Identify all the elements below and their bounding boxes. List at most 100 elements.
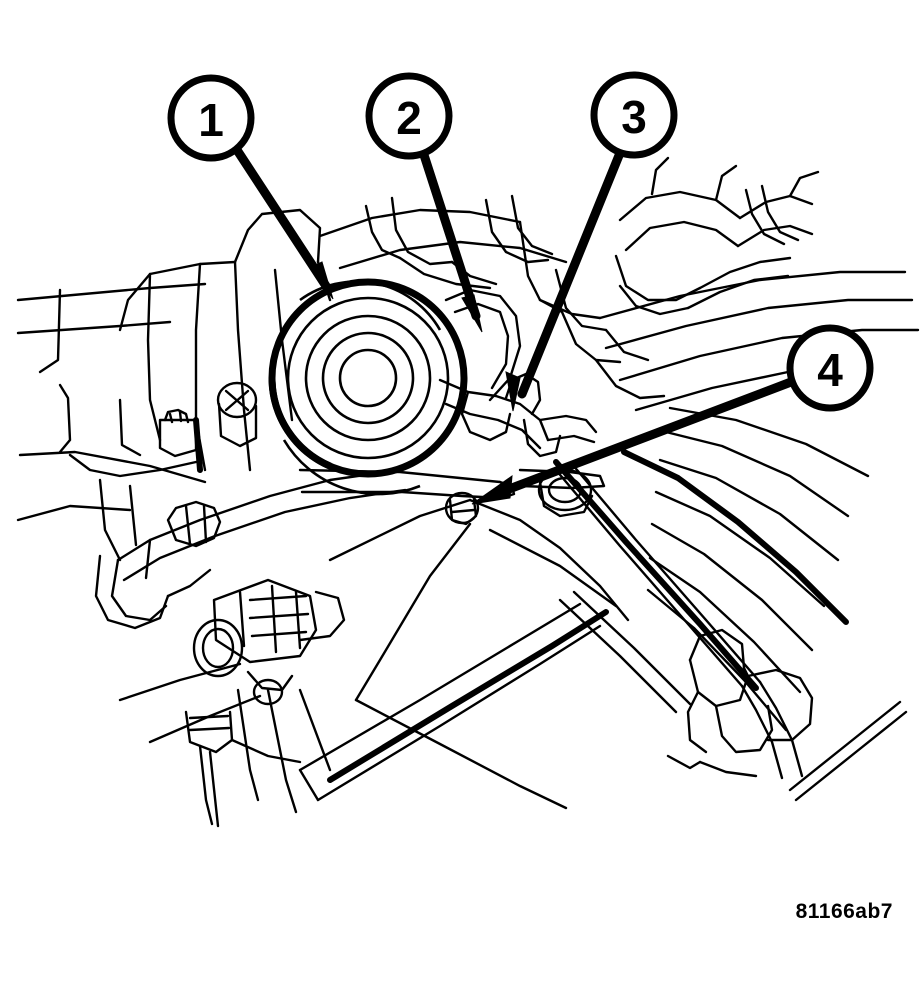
callout-circles: 1 2 3 4 xyxy=(167,71,874,412)
figure-id-label: 81166ab7 xyxy=(795,900,893,923)
arrowhead-3 xyxy=(505,371,521,412)
callout-1[interactable]: 1 xyxy=(167,74,255,162)
valvecover-top-edge-2 xyxy=(338,240,568,270)
connector-lower-lip xyxy=(246,670,294,692)
bracket-lower-right xyxy=(560,310,622,364)
callout-3[interactable]: 3 xyxy=(590,71,678,159)
lower-bolt-line xyxy=(450,508,476,514)
arrowhead-4 xyxy=(471,474,513,505)
callout-leader-3 xyxy=(505,148,625,412)
harness-stub-c xyxy=(788,170,820,198)
shroud-line-2 xyxy=(658,458,840,562)
screw-cross-slot xyxy=(224,389,250,412)
hose-clamp-ring xyxy=(166,500,222,548)
lower-bolt-facets xyxy=(448,498,478,526)
callout-4[interactable]: 4 xyxy=(786,324,874,412)
callout-label-1: 1 xyxy=(198,94,224,146)
shroud-slat-1 xyxy=(598,270,907,320)
callout-circle-4[interactable] xyxy=(786,324,874,412)
connector-block-rib-a xyxy=(238,590,246,648)
cable-run-a-edge2 xyxy=(570,462,762,684)
far-rail-edge2 xyxy=(794,710,908,802)
bracket-fitting-foot xyxy=(666,754,702,770)
tensioner-bolt-flange xyxy=(522,418,562,458)
callout-2[interactable]: 2 xyxy=(365,72,453,160)
hose-loop-left-out xyxy=(364,204,402,260)
shroud-line-4 xyxy=(650,522,814,652)
block-boss-lines xyxy=(188,714,231,732)
callout-circle-2[interactable] xyxy=(365,72,453,160)
hose-loop-left-in xyxy=(390,196,454,266)
connector-block-rib-b xyxy=(270,584,278,654)
hose-loop-left-bottom xyxy=(398,256,492,290)
harness-lower-loop-2 xyxy=(618,284,690,316)
harness-loop-top-inner xyxy=(624,220,740,252)
shroud-heavy-diagonal xyxy=(621,449,849,625)
block-lower-tab xyxy=(230,738,302,764)
harness-lower-run xyxy=(698,256,792,290)
tensioner-pivot-boss xyxy=(460,390,512,442)
callout-circle-3[interactable] xyxy=(590,71,678,159)
pulley-ring-4 xyxy=(321,331,415,425)
pan-edge-cap xyxy=(298,768,320,802)
pan-edge-lower xyxy=(316,624,602,802)
valvecover-top-edge xyxy=(318,208,522,238)
shroud-line-3 xyxy=(654,490,826,608)
pulley-hub xyxy=(338,348,398,408)
hose-clamp-bands xyxy=(184,504,208,546)
shroud-line-6 xyxy=(646,588,788,732)
hose-loop-right-in xyxy=(510,194,554,256)
cover-edge-heavy xyxy=(193,417,203,473)
callout-leader-2 xyxy=(419,150,483,333)
callout-circle-1[interactable] xyxy=(167,74,255,162)
block-edge-vert-a xyxy=(236,688,260,802)
lower-housing-bottom xyxy=(354,698,568,810)
bracket-upper-right-3 xyxy=(538,298,602,320)
engine-cover-bottom xyxy=(68,453,198,478)
bracket-fitting-base xyxy=(698,760,758,778)
connector-block-rib-c xyxy=(294,590,302,650)
pan-edge-heavy xyxy=(327,609,609,783)
drive-pulley xyxy=(268,278,468,496)
connector-boot-inner xyxy=(201,627,235,669)
callout-label-2: 2 xyxy=(396,92,422,144)
screw-head xyxy=(216,381,258,419)
cowl-bracket xyxy=(58,383,72,454)
connector-block-grooves xyxy=(248,594,310,638)
bracket-fitting-right xyxy=(746,668,814,742)
connector-side-shell xyxy=(298,590,346,642)
harness-stub-a xyxy=(650,156,670,196)
harness-right-run xyxy=(738,194,814,220)
screw-boss-body xyxy=(217,402,258,448)
arrowhead-1 xyxy=(309,261,334,300)
lower-housing-inner-line xyxy=(488,528,618,608)
cable-run-a-tail1 xyxy=(740,684,784,780)
tensioner-bracket-arm-lower xyxy=(546,434,596,444)
bracket-fitting-top xyxy=(688,628,746,670)
cable-run-a-heavy xyxy=(553,459,759,691)
hose-upper-run xyxy=(116,468,402,562)
connector-nut xyxy=(252,678,284,706)
shroud-slat-4 xyxy=(634,370,790,412)
cowl-shelf-lower xyxy=(16,504,132,522)
rail-thin-a xyxy=(558,598,678,714)
sensor-top-clip xyxy=(163,408,190,424)
sensor-body xyxy=(158,418,198,458)
callout-leader-1 xyxy=(232,145,334,300)
hose-seam-a xyxy=(144,538,152,580)
bracket-mid-right xyxy=(604,328,650,362)
block-edge-vert-d xyxy=(198,744,214,826)
pan-edge-upper xyxy=(298,602,582,772)
hose-elbow-left xyxy=(94,554,170,630)
connector-block-body xyxy=(212,578,318,664)
harness-clip-inner xyxy=(760,184,800,242)
hose-lower-run xyxy=(122,488,407,582)
lower-housing-top xyxy=(328,498,472,562)
cable-run-a-edge1 xyxy=(554,468,744,688)
pulley-ring-3 xyxy=(304,314,432,442)
bracket-fitting-lower xyxy=(714,704,774,754)
hose-loop-right-out xyxy=(484,198,550,264)
callout-leader-4 xyxy=(471,377,796,505)
shroud-slat-3 xyxy=(618,328,920,382)
